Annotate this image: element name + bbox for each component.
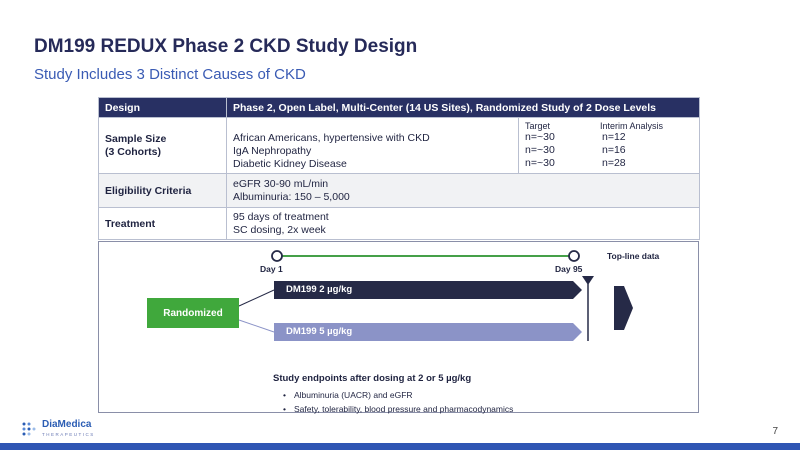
design-header-value: Phase 2, Open Label, Multi-Center (14 US…: [226, 97, 700, 118]
treatment-row: Treatment 95 days of treatment SC dosing…: [98, 207, 700, 240]
diamedica-logo-icon: [22, 422, 36, 436]
chevron-right-icon: [614, 286, 633, 330]
footer-bar: [0, 443, 800, 450]
logo-tagline: THERAPEUTICS: [42, 432, 95, 437]
target-header: Target: [525, 121, 551, 131]
page-title: DM199 REDUX Phase 2 CKD Study Design: [34, 36, 418, 57]
target-interim-header: Target Interim Analysis: [525, 121, 693, 131]
connector-arm1: [238, 289, 275, 307]
list-item: Safety, tolerability, blood pressure and…: [283, 402, 513, 416]
page-number: 7: [772, 426, 778, 437]
target-value: n=~30: [525, 131, 555, 143]
day-start-label: Day 1: [260, 264, 283, 274]
list-item: Albuminuria (UACR) and eGFR: [283, 388, 513, 402]
table-header-row: Design Phase 2, Open Label, Multi-Center…: [98, 97, 700, 118]
day-end-marker: [568, 250, 580, 262]
target-row: n=~30 n=28: [525, 157, 693, 170]
arm1-arrow: [274, 281, 582, 299]
cohort-item: Diabetic Kidney Disease: [233, 158, 347, 170]
randomized-box: Randomized: [147, 298, 239, 328]
design-header-label: Design: [98, 97, 227, 118]
interim-header: Interim Analysis: [600, 121, 664, 131]
arm2-label: DM199 5 µg/kg: [286, 326, 353, 337]
treatment-value: 95 days of treatment SC dosing, 2x week: [226, 207, 700, 240]
arm2-arrow: [274, 323, 582, 341]
cohort-item: IgA Nephropathy: [233, 145, 312, 157]
interim-value: n=12: [602, 131, 626, 143]
endpoints-list: Albuminuria (UACR) and eGFR Safety, tole…: [273, 388, 513, 416]
target-value: n=~30: [525, 144, 555, 156]
target-value: n=~30: [525, 157, 555, 169]
day-start-marker: [271, 250, 283, 262]
target-interim-cell: Target Interim Analysis n=~30 n=12 n=~30…: [518, 117, 700, 174]
interim-value: n=16: [602, 144, 626, 156]
interim-value: n=28: [602, 157, 626, 169]
company-logo: DiaMedica THERAPEUTICS: [38, 420, 95, 440]
arm1-label: DM199 2 µg/kg: [286, 284, 353, 295]
sample-size-label: Sample Size (3 Cohorts): [98, 117, 227, 174]
eligibility-value: eGFR 30-90 mL/min Albuminuria: 150 – 5,0…: [226, 173, 700, 208]
day-end-label: Day 95: [555, 264, 583, 274]
endpoints-title: Study endpoints after dosing at 2 or 5 µ…: [273, 373, 472, 384]
cohort-item: African Americans, hypertensive with CKD: [233, 132, 430, 144]
target-row: n=~30 n=12: [525, 131, 693, 144]
study-design-table: Design Phase 2, Open Label, Multi-Center…: [98, 97, 700, 240]
eligibility-row: Eligibility Criteria eGFR 30-90 mL/min A…: [98, 173, 700, 208]
treatment-label: Treatment: [98, 207, 227, 240]
page-subtitle: Study Includes 3 Distinct Causes of CKD: [34, 66, 306, 83]
study-endpoints: Study endpoints after dosing at 2 or 5 µ…: [273, 373, 513, 416]
connector-arm2: [238, 319, 275, 333]
logo-name: DiaMedica: [42, 419, 92, 430]
target-row: n=~30 n=16: [525, 144, 693, 157]
topline-label: Top-line data: [607, 251, 660, 261]
endpoint-triangle-icon: [582, 276, 594, 285]
logo-text: DiaMedica THERAPEUTICS: [42, 420, 95, 440]
eligibility-label: Eligibility Criteria: [98, 173, 227, 208]
